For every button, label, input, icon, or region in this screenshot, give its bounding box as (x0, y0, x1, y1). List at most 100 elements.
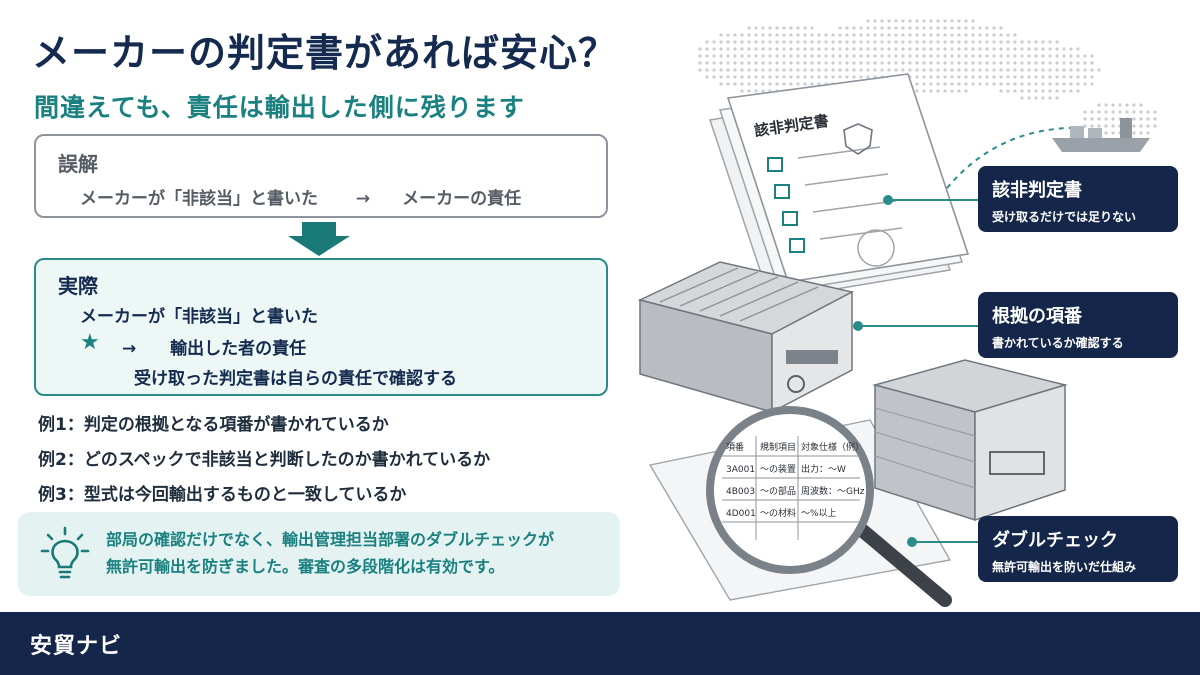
map-dot (1055, 96, 1059, 100)
map-dot (796, 75, 800, 79)
map-dot (803, 33, 807, 37)
map-dot (1069, 89, 1073, 93)
map-dot (810, 33, 814, 37)
map-dot (852, 33, 856, 37)
map-dot (866, 54, 870, 58)
map-dot (915, 40, 919, 44)
map-dot (1083, 124, 1087, 128)
table-cell: 〜の部品 (760, 485, 796, 497)
map-dot (999, 40, 1003, 44)
map-dot (1139, 117, 1143, 121)
map-dot (971, 61, 975, 65)
map-dot (1041, 96, 1045, 100)
table-header-cell: 規制項目 (760, 441, 796, 453)
misconception-heading: 誤解 (58, 152, 98, 176)
map-dot (985, 75, 989, 79)
map-dot (768, 54, 772, 58)
map-dot (887, 54, 891, 58)
map-dot (719, 75, 723, 79)
map-dot (950, 26, 954, 30)
map-dot (971, 19, 975, 23)
map-dot (880, 61, 884, 65)
reality-line-3: 受け取った判定書は自らの責任で確認する (134, 369, 457, 389)
map-dot (859, 68, 863, 72)
callout-title: ダブルチェック (992, 530, 1118, 551)
map-dot (1006, 89, 1010, 93)
map-dot (831, 68, 835, 72)
map-dot (1006, 75, 1010, 79)
map-dot (1034, 61, 1038, 65)
map-dot (1104, 117, 1108, 121)
map-dot (796, 68, 800, 72)
map-dot (936, 19, 940, 23)
map-dot (838, 68, 842, 72)
misconception-result: メーカーの責任 (402, 189, 522, 209)
map-dot (1132, 124, 1136, 128)
map-dot (768, 75, 772, 79)
map-dot (1055, 54, 1059, 58)
map-dot (1027, 82, 1031, 86)
map-dot (992, 75, 996, 79)
map-dot (1034, 40, 1038, 44)
map-dot (719, 61, 723, 65)
map-dot (1055, 68, 1059, 72)
map-dot (866, 19, 870, 23)
map-dot (1125, 103, 1129, 107)
map-dot (929, 40, 933, 44)
map-dot (789, 47, 793, 51)
map-dot (894, 61, 898, 65)
map-dot (1062, 54, 1066, 58)
map-dot (1013, 82, 1017, 86)
misconception-line: メーカーが「非該当」と書いた → メーカーの責任 (80, 184, 521, 209)
map-dot (1020, 68, 1024, 72)
map-dot (1069, 54, 1073, 58)
map-dot (740, 75, 744, 79)
map-dot (978, 33, 982, 37)
map-dot (957, 26, 961, 30)
map-dot (761, 33, 765, 37)
map-dot (1048, 75, 1052, 79)
map-dot (922, 75, 926, 79)
map-dot (999, 68, 1003, 72)
map-dot (1097, 68, 1101, 72)
map-dot (824, 68, 828, 72)
map-dot (950, 82, 954, 86)
map-dot (901, 19, 905, 23)
map-dot (845, 68, 849, 72)
map-dot (943, 26, 947, 30)
misconception-arrow: → (355, 189, 371, 209)
map-dot (1048, 47, 1052, 51)
map-dot (789, 82, 793, 86)
map-dot (775, 61, 779, 65)
map-dot (747, 82, 751, 86)
map-dot (754, 82, 758, 86)
map-dot (978, 61, 982, 65)
map-dot (1006, 82, 1010, 86)
map-dot (761, 26, 765, 30)
map-dot (943, 19, 947, 23)
map-dot (936, 26, 940, 30)
map-dot (1013, 54, 1017, 58)
map-dot (992, 33, 996, 37)
example-1: 例1：判定の根拠となる項番が書かれているか (38, 415, 389, 435)
map-dot (999, 61, 1003, 65)
map-dot (740, 54, 744, 58)
map-dot (964, 89, 968, 93)
map-dot (1139, 110, 1143, 114)
map-dot (1146, 131, 1150, 135)
map-dot (845, 75, 849, 79)
map-dot (1062, 47, 1066, 51)
map-dot (880, 68, 884, 72)
map-dot (915, 89, 919, 93)
callout-double-check: ダブルチェック 無許可輸出を防いだ仕組み (978, 516, 1178, 582)
map-dot (943, 68, 947, 72)
map-dot (1041, 40, 1045, 44)
map-dot (824, 61, 828, 65)
map-dot (964, 33, 968, 37)
map-dot (866, 33, 870, 37)
map-dot (719, 68, 723, 72)
map-dot (782, 82, 786, 86)
map-dot (873, 61, 877, 65)
map-dot (1111, 131, 1115, 135)
map-dot (768, 33, 772, 37)
